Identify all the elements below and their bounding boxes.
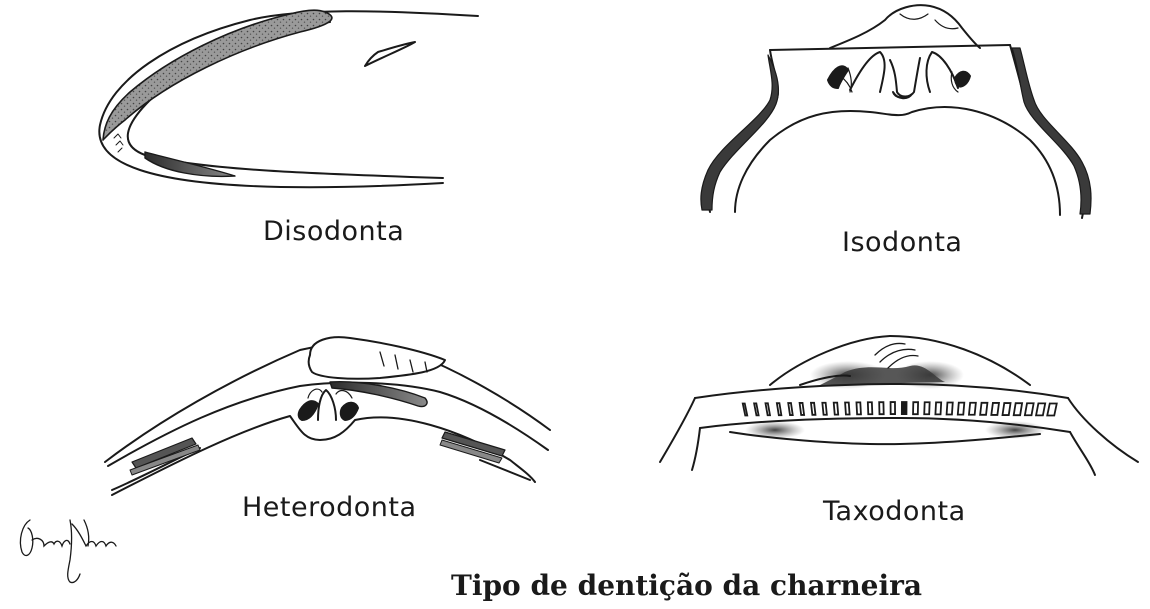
taxodont-tooth [891, 402, 896, 414]
taxodont-tooth [991, 403, 999, 415]
taxodont-tooth [788, 403, 793, 415]
taxodont-tooth [743, 404, 748, 416]
taxodont-tooth [980, 403, 987, 415]
taxodont-tooth [1047, 404, 1057, 416]
taxodont-tooth [845, 403, 850, 415]
taxodont-tooth [947, 403, 953, 415]
taxodont-tooth [1003, 403, 1011, 415]
taxodont-tooth [958, 403, 965, 415]
taxodont-tooth [935, 402, 941, 414]
taxodont-tooth [969, 403, 976, 415]
taxodont-tooth [902, 402, 907, 414]
taxodont-tooth [834, 403, 839, 415]
taxodont-tooth [924, 402, 929, 414]
taxodont-tooth [754, 403, 759, 415]
taxodont-tooth [800, 403, 805, 415]
taxodont-tooth [913, 402, 918, 414]
taxodont-teeth-row [743, 402, 1057, 415]
taxodont-tooth [811, 403, 816, 415]
taxodont-tooth [1036, 403, 1045, 415]
heterodonta-illustration [105, 337, 550, 495]
label-isodonta: Isodonta [842, 227, 962, 258]
taxodont-tooth [1025, 403, 1034, 415]
taxodont-tooth [1014, 403, 1022, 415]
taxodont-tooth [868, 402, 873, 414]
taxodonta-illustration [660, 336, 1138, 475]
taxodont-tooth [879, 402, 884, 414]
page-title: Tipo de dentição da charneira [451, 569, 922, 602]
disodonta-illustration [99, 10, 478, 187]
taxodont-tooth [777, 403, 782, 415]
taxodont-tooth [822, 403, 827, 415]
label-heterodonta: Heterodonta [242, 492, 417, 523]
label-taxodonta: Taxodonta [822, 496, 966, 527]
artist-signature [20, 520, 116, 583]
label-disodonta: Disodonta [263, 216, 404, 247]
isodonta-illustration [701, 5, 1091, 218]
taxodont-tooth [765, 403, 770, 415]
taxodont-tooth [856, 402, 861, 414]
